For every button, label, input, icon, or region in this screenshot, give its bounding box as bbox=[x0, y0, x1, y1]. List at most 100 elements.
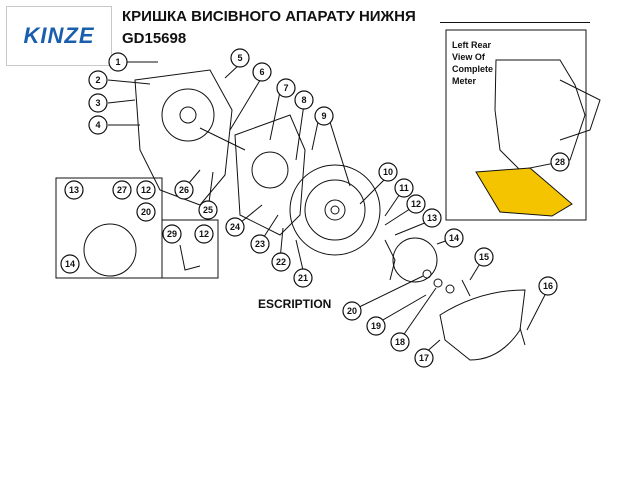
callout-number: 2 bbox=[95, 75, 100, 85]
callout-20: 20 bbox=[342, 301, 362, 321]
callout-number: 20 bbox=[347, 306, 357, 316]
callout-15: 15 bbox=[474, 247, 494, 267]
callout-circle bbox=[88, 115, 108, 135]
inset-frame bbox=[445, 29, 587, 221]
callout-circle bbox=[406, 194, 426, 214]
callout-number: 14 bbox=[449, 233, 459, 243]
callout-14: 14 bbox=[444, 228, 464, 248]
callout-17: 17 bbox=[414, 348, 434, 368]
callout-circle bbox=[88, 93, 108, 113]
callout-5: 5 bbox=[230, 48, 250, 68]
callout-circle bbox=[422, 208, 442, 228]
callout-3: 3 bbox=[88, 93, 108, 113]
part-code: GD15698 bbox=[122, 30, 187, 47]
kinze-logo: KINZE bbox=[6, 6, 112, 66]
callout-number: 10 bbox=[383, 167, 393, 177]
callout-number: 13 bbox=[427, 213, 437, 223]
callout-circle bbox=[60, 254, 80, 274]
callout-circle bbox=[198, 200, 218, 220]
callout-10: 10 bbox=[378, 162, 398, 182]
callout-number: 13 bbox=[69, 185, 79, 195]
callout-number: 22 bbox=[276, 257, 286, 267]
callout-number: 28 bbox=[555, 157, 565, 167]
callout-7: 7 bbox=[276, 78, 296, 98]
callout-number: 29 bbox=[167, 229, 177, 239]
callout-number: 8 bbox=[301, 95, 306, 105]
callout-number: 12 bbox=[141, 185, 151, 195]
callout-number: 26 bbox=[179, 185, 189, 195]
callout-21: 21 bbox=[293, 268, 313, 288]
inset-meter bbox=[494, 59, 586, 171]
callout-circle bbox=[538, 276, 558, 296]
callout-28: 28 bbox=[550, 152, 570, 172]
callout-12: 12 bbox=[406, 194, 426, 214]
callout-group: 1234567891011121314151617181920212223242… bbox=[60, 48, 570, 368]
callout-circle bbox=[314, 106, 334, 126]
callout-circle bbox=[378, 162, 398, 182]
callout-20-4: 20 bbox=[136, 202, 156, 222]
callout-2: 2 bbox=[88, 70, 108, 90]
callout-circle bbox=[64, 180, 84, 200]
callout-12-3: 12 bbox=[136, 180, 156, 200]
callout-number: 14 bbox=[65, 259, 75, 269]
subinset-middle bbox=[161, 219, 219, 279]
callout-number: 23 bbox=[255, 239, 265, 249]
callout-27: 27 bbox=[112, 180, 132, 200]
housing-left-disc bbox=[161, 88, 215, 142]
housing-left bbox=[134, 69, 233, 206]
callout-number: 11 bbox=[399, 183, 409, 193]
callout-23: 23 bbox=[250, 234, 270, 254]
description-label: ESCRIPTION bbox=[258, 297, 331, 311]
callout-number: 24 bbox=[230, 222, 240, 232]
callout-number: 5 bbox=[237, 53, 242, 63]
callout-number: 6 bbox=[259, 67, 264, 77]
callout-circle bbox=[162, 224, 182, 244]
callout-number: 7 bbox=[283, 83, 288, 93]
callout-14-5: 14 bbox=[60, 254, 80, 274]
callout-number: 1 bbox=[115, 57, 120, 67]
callout-circle bbox=[444, 228, 464, 248]
callout-circle bbox=[366, 316, 386, 336]
callout-13: 13 bbox=[422, 208, 442, 228]
inset-label-line-4: Meter bbox=[452, 76, 477, 86]
callout-number: 12 bbox=[411, 199, 421, 209]
logo-text: KINZE bbox=[23, 23, 95, 48]
callout-circle bbox=[252, 62, 272, 82]
callout-circle bbox=[294, 90, 314, 110]
callout-12-6: 12 bbox=[194, 224, 214, 244]
shaft bbox=[199, 127, 246, 151]
callout-number: 9 bbox=[321, 111, 326, 121]
callout-circle bbox=[394, 178, 414, 198]
callout-circle bbox=[136, 202, 156, 222]
callout-circle bbox=[230, 48, 250, 68]
callout-circle bbox=[194, 224, 214, 244]
callout-number: 12 bbox=[199, 229, 209, 239]
page-title: КРИШКА ВИСІВНОГО АПАРАТУ НИЖНЯ bbox=[122, 8, 416, 25]
callout-circle bbox=[136, 180, 156, 200]
inset-label-line-1: Left Rear bbox=[452, 40, 492, 50]
callout-number: 15 bbox=[479, 252, 489, 262]
callout-22: 22 bbox=[271, 252, 291, 272]
callout-number: 20 bbox=[141, 207, 151, 217]
callout-6: 6 bbox=[252, 62, 272, 82]
callout-circle bbox=[174, 180, 194, 200]
callout-number: 18 bbox=[395, 337, 405, 347]
highlighted-part-28 bbox=[475, 167, 573, 217]
callout-number: 25 bbox=[203, 205, 213, 215]
callout-circle bbox=[550, 152, 570, 172]
seed-disc bbox=[289, 164, 381, 256]
callout-16: 16 bbox=[538, 276, 558, 296]
inset-label-line-3: Complete bbox=[452, 64, 493, 74]
seed-plate-housing bbox=[234, 114, 306, 236]
callout-number: 16 bbox=[543, 281, 553, 291]
callout-circle bbox=[225, 217, 245, 237]
bottom-cover bbox=[439, 289, 526, 361]
callout-number: 4 bbox=[95, 120, 100, 130]
title-underline bbox=[440, 22, 590, 23]
callout-13-2: 13 bbox=[64, 180, 84, 200]
callout-18: 18 bbox=[390, 332, 410, 352]
callout-29: 29 bbox=[162, 224, 182, 244]
callout-circle bbox=[474, 247, 494, 267]
callout-4: 4 bbox=[88, 115, 108, 135]
